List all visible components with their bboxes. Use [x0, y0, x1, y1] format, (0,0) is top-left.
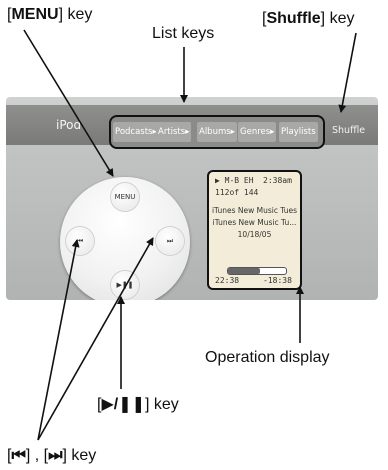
display-progress-fill — [228, 268, 260, 274]
list-keys-callout: List keys — [152, 25, 215, 42]
previous-button[interactable]: ⏮ — [66, 227, 94, 255]
next-button[interactable]: ⏭ — [156, 227, 184, 255]
list-key-playlists[interactable]: Playlists — [279, 122, 318, 142]
menu-button[interactable]: MENU — [111, 183, 139, 211]
skip-keys-callout: [⏮] , [⏭] key — [7, 447, 97, 464]
next-key-leader — [37, 237, 154, 441]
ipod-screen-panel: iPod Podcasts▸ Artists▸ Albums▸ Genres▸ … — [6, 97, 378, 300]
list-key-podcasts[interactable]: Podcasts▸ — [113, 122, 159, 142]
play-pause-button[interactable]: ▶❚❚ — [111, 271, 139, 299]
shuffle-key-leader — [338, 32, 357, 113]
display-clock: 2:38am — [263, 176, 292, 185]
menu-key-leader — [23, 29, 114, 177]
operation-display: ▶ M-B EH 2:38am 112of 144 iTunes New Mus… — [207, 170, 302, 290]
top-bar: iPod Podcasts▸ Artists▸ Albums▸ Genres▸ … — [6, 105, 378, 149]
display-remaining: -18:38 — [263, 276, 292, 285]
play-pause-key-callout: [▶/❚❚] key — [97, 396, 179, 413]
shuffle-key-callout: [Shuffle] key — [262, 10, 355, 27]
shuffle-key[interactable]: Shuffle — [332, 125, 366, 136]
menu-key-callout: [MENU] key — [7, 6, 93, 23]
list-key-artists[interactable]: Artists▸ — [156, 122, 192, 142]
list-key-genres[interactable]: Genres▸ — [238, 122, 277, 142]
display-track-count: 112of 144 — [215, 188, 259, 197]
operation-display-callout: Operation display — [205, 349, 330, 366]
list-keys-group: Podcasts▸ Artists▸ Albums▸ Genres▸ Playl… — [109, 115, 325, 149]
display-date: 10/18/05 — [237, 230, 272, 239]
ipod-logo: iPod — [56, 118, 82, 132]
click-wheel: MENU ⏮ ⏭ ▶❚❚ — [60, 177, 190, 300]
display-line-2: iTunes New Music Tu... — [212, 218, 297, 227]
display-progress-bar — [227, 267, 287, 275]
prev-key-leader — [37, 239, 80, 441]
display-line-1: iTunes New Music Tues — [211, 206, 298, 215]
list-key-albums[interactable]: Albums▸ — [197, 122, 237, 142]
display-source: ▶ M-B EH — [215, 176, 254, 185]
display-elapsed: 22:38 — [215, 276, 240, 285]
